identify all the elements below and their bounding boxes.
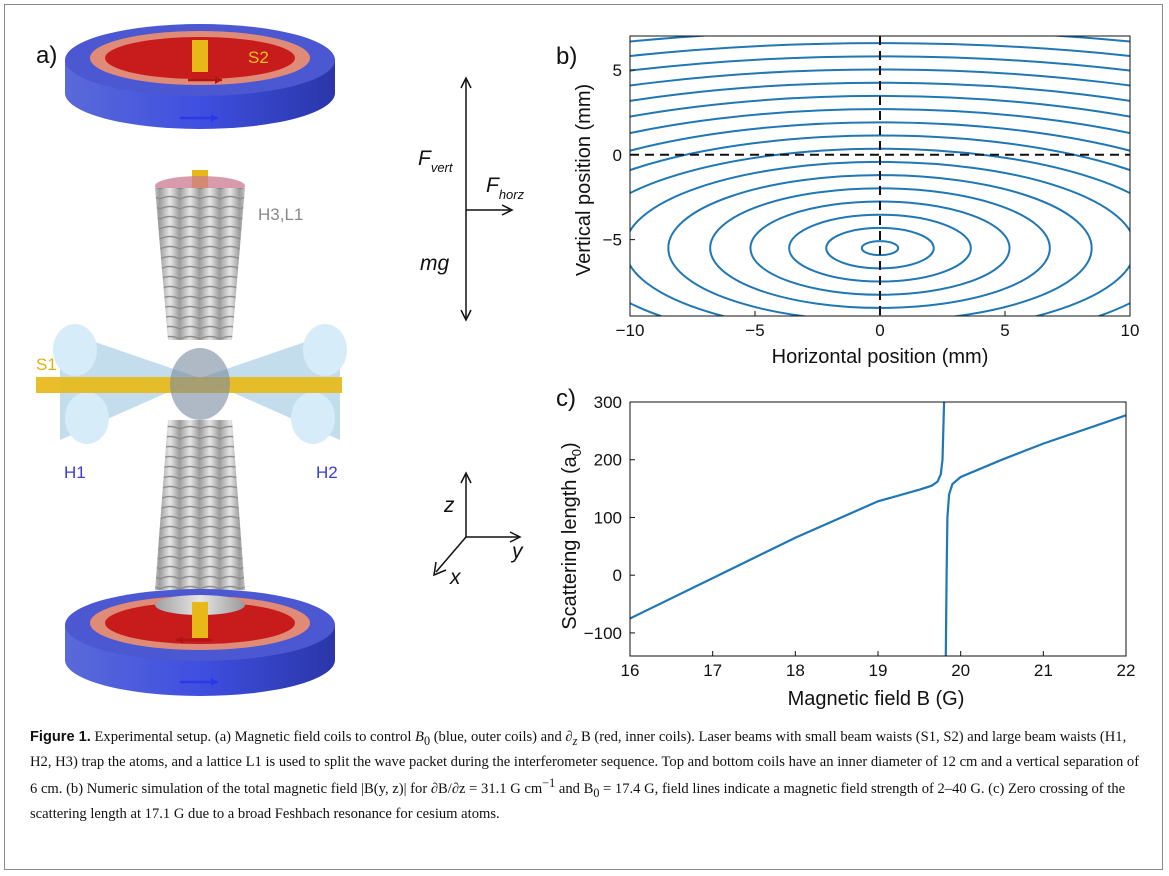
force-vert-arrowhead [460, 76, 472, 89]
caption-seg5: = 17.4 G, field lines indicate a magneti… [30, 780, 1126, 822]
caption-b0-sub: 0 [423, 733, 431, 748]
bottom-coil [65, 589, 335, 696]
label-h1: H1 [64, 463, 86, 482]
vertical-beam-h3-l1: H3,L1 [155, 176, 303, 590]
panel-b-xlabel: Horizontal position (mm) [772, 346, 989, 368]
y-tick-label: 0 [613, 566, 622, 585]
caption-seg4-sub: 0 [593, 785, 600, 800]
scattering-length-series-1 [629, 401, 946, 620]
force-horz-sub: horz [499, 187, 525, 202]
force-horz-label: Fhorz [486, 174, 525, 202]
axis-y-label: y [510, 540, 524, 563]
panel-c-ylabel: Scattering length (a0) [559, 442, 584, 629]
h-beam-cap-ll [65, 392, 109, 444]
force-horz-arrowhead [501, 204, 514, 216]
x-tick-label: 0 [875, 321, 884, 340]
caption-b0: B [415, 729, 424, 745]
figure-caption: Figure 1. Experimental setup. (a) Magnet… [30, 727, 1140, 825]
x-tick-label: 19 [869, 661, 888, 680]
x-tick-label: 16 [621, 661, 640, 680]
contour-line [630, 121, 1130, 152]
caption-seg1: Experimental setup. (a) Magnetic field c… [90, 729, 416, 745]
panel-b-ylabel: Vertical position (mm) [573, 84, 595, 276]
panel-b-contour-plot: b) −10 −5 0 5 10 −5 0 5 Horizontal position (mm… [556, 35, 1140, 368]
x-tick-label: −10 [616, 321, 645, 340]
panel-c-line-chart: c) 16 17 18 19 20 21 22 −100 0 100 200 300 Magnetic… [556, 385, 1135, 710]
crossed-h-beams: S1 H1 H2 [36, 324, 347, 482]
x-tick-label: 10 [1121, 321, 1140, 340]
label-h3-l1: H3,L1 [258, 205, 303, 224]
h3-lower-body [155, 420, 245, 590]
contour-line [860, 240, 900, 257]
caption-seg4: and B [555, 780, 594, 797]
y-tick-label: 100 [594, 508, 622, 527]
panel-b-plot-area: −10 −5 0 5 10 −5 0 5 [603, 35, 1140, 340]
top-s2-beam [192, 40, 208, 72]
beam-crossing [170, 348, 230, 420]
axis-y-head [509, 531, 522, 543]
contour-line [630, 134, 1130, 172]
x-tick-label: 20 [951, 661, 970, 680]
y-tick-label: 5 [613, 61, 622, 80]
caption-label: Figure 1. [30, 729, 91, 745]
h-beam-cap-ul [53, 324, 97, 376]
bottom-blue-arrowhead [211, 678, 218, 686]
panel-c-label: c) [556, 385, 576, 412]
top-coil: S2 [65, 24, 335, 129]
panel-c-plot-area: 16 17 18 19 20 21 22 −100 0 100 200 300 [584, 393, 1136, 680]
label-h2: H2 [316, 463, 338, 482]
figure-artwork: a) S2 H3,L1 [36, 24, 1140, 710]
label-s2: S2 [248, 48, 269, 67]
top-red-arrowhead [215, 76, 222, 84]
caption-z-sub: z [572, 733, 578, 748]
contour-line [630, 55, 1130, 72]
panel-c-xlabel: Magnetic field B (G) [788, 688, 965, 710]
caption-seg2: (blue, outer coils) and ∂ [430, 729, 573, 745]
force-horz-main: F [486, 174, 500, 197]
y-tick-label: −100 [584, 624, 622, 643]
h-beam-cap-ur [303, 324, 347, 376]
axis-x-head [433, 561, 447, 577]
coordinate-axes [433, 471, 522, 577]
scattering-length-series-2 [944, 414, 1127, 657]
top-blue-arrowhead [211, 114, 218, 122]
caption-sup: −1 [542, 775, 556, 790]
axis-x-label: x [449, 566, 462, 589]
bottom-red-arrowhead [176, 636, 183, 644]
y-tick-label: 0 [613, 146, 622, 165]
caption-seg3: B (red, inner coils). Laser beams with s… [30, 729, 1140, 797]
panel-c-ylabel-sub: 0 [569, 449, 584, 456]
y-tick-label: 300 [594, 393, 622, 412]
label-s1: S1 [36, 355, 57, 374]
h3-upper-body [155, 188, 245, 340]
force-vert-main: F [418, 147, 432, 170]
x-tick-label: 22 [1117, 661, 1136, 680]
y-tick-label: 200 [594, 451, 622, 470]
x-tick-label: −5 [745, 321, 764, 340]
x-tick-label: 5 [1000, 321, 1009, 340]
h-beam-cap-lr [291, 392, 335, 444]
bottom-s2-beam [192, 602, 208, 638]
x-tick-label: 17 [703, 661, 722, 680]
contour-line [630, 94, 1130, 118]
panel-c-ylabel-end: ) [559, 442, 581, 449]
axis-z-head [460, 471, 472, 484]
axis-z-label: z [443, 494, 455, 517]
force-mg-label: mg [420, 252, 449, 275]
panel-a: a) S2 H3,L1 [36, 24, 525, 696]
x-tick-label: 21 [1034, 661, 1053, 680]
axis-x-line [435, 536, 467, 573]
panel-a-label: a) [36, 42, 57, 69]
contour-line [630, 68, 1130, 87]
force-diagram [460, 76, 514, 322]
force-vert-label: Fvert [418, 147, 454, 175]
contour-line [630, 108, 1130, 135]
y-tick-label: −5 [603, 231, 622, 250]
x-tick-label: 18 [786, 661, 805, 680]
force-vert-sub: vert [431, 160, 454, 175]
panel-c-ylabel-main: Scattering length (a [559, 455, 581, 629]
force-mg-arrowhead [460, 309, 472, 322]
panel-b-label: b) [556, 43, 577, 70]
